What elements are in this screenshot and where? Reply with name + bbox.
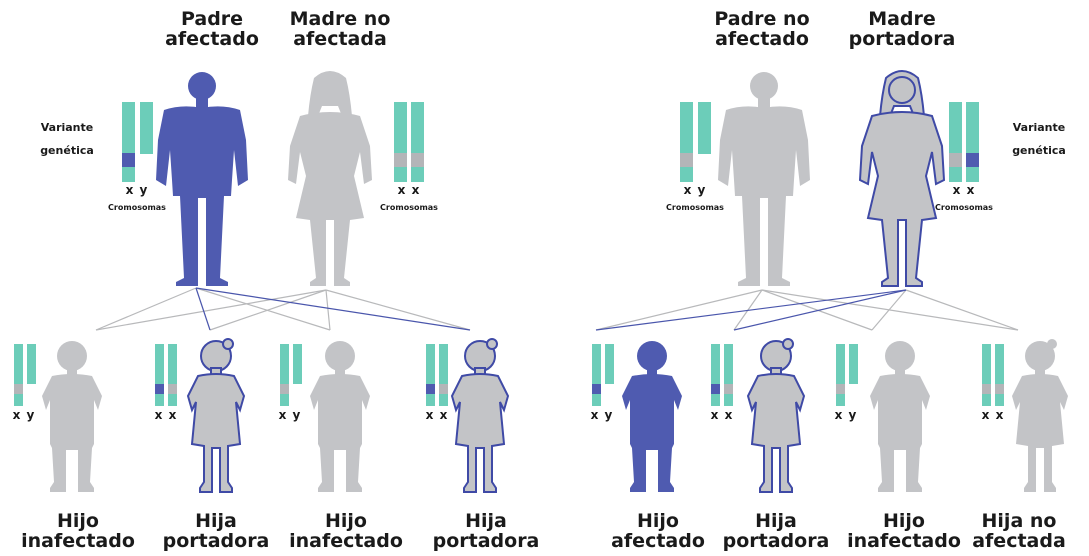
left-child-3-chromosome-letters: x y [278,408,302,422]
left-lineage-lines [95,287,471,331]
left-child-2-label: Hija portadora [162,510,270,552]
right-child-2-label: Hija portadora [722,510,830,552]
right-father-chromosomes [680,102,711,182]
left-child-4-figure [451,338,509,493]
right-child-2-chromosome-letters: x x [710,408,734,422]
left-father-chromosomes [122,102,153,182]
right-child-4-chromosome-letters: x x [981,408,1005,422]
right-mother-figure [859,70,945,287]
right-child-3-chromosomes [836,344,858,406]
right-child-3-figure [870,341,930,492]
left-child-2-chromosomes [155,344,177,406]
left-child-1-figure [42,341,102,492]
left-child-2-chromosome-letters: x x [154,408,178,422]
left-mother-label: Madre no afectada [289,8,391,50]
left-child-4-label: Hija portadora [432,510,540,552]
right-child-1-figure [622,341,682,492]
right-child-4-label: Hija no afectada [972,510,1066,552]
right-child-2-figure [747,338,805,493]
left-father-figure [156,72,248,286]
left-father-label: Padre afectado [165,8,259,50]
right-father-chromosomes-caption: Cromosomas [666,203,724,212]
left-child-4-chromosome-letters: x x [425,408,449,422]
left-child-4-chromosomes [426,344,448,406]
left-child-1-chromosomes [14,344,36,406]
right-child-4-figure [1012,339,1068,492]
left-child-3-label: Hijo inafectado [289,510,403,552]
right-mother-chromosomes-caption: Cromosomas [935,203,993,212]
right-father-figure [718,72,810,286]
right-lineage-lines [595,289,1019,331]
right-child-2-chromosomes [711,344,733,406]
left-mother-figure [288,71,372,286]
right-child-3-chromosome-letters: x y [834,408,858,422]
right-child-1-label: Hijo afectado [611,510,705,552]
left-mother-chromosomes [394,102,424,182]
left-child-1-label: Hijo inafectado [21,510,135,552]
left-mother-chromosomes-caption: Cromosomas [380,203,438,212]
left-mother-chromosome-letters: x x [397,183,421,197]
right-mother-label: Madre portadora [848,8,956,50]
right-child-3-label: Hijo inafectado [847,510,961,552]
right-mother-chromosomes [949,102,979,182]
right-mother-chromosome-letters: x x [952,183,976,197]
right-variant-label: Variante genética [1012,121,1066,158]
left-child-1-chromosome-letters: x y [12,408,36,422]
left-child-3-figure [310,341,370,492]
right-father-label: Padre no afectado [714,8,810,50]
right-child-4-chromosomes [982,344,1004,406]
left-child-2-figure [187,338,245,493]
left-child-3-chromosomes [280,344,302,406]
left-father-chromosome-letters: x y [125,183,149,197]
right-child-1-chromosomes [592,344,614,406]
left-variant-label: Variante genética [40,121,94,158]
right-father-chromosome-letters: x y [683,183,707,197]
right-child-1-chromosome-letters: x y [590,408,614,422]
left-father-chromosomes-caption: Cromosomas [108,203,166,212]
